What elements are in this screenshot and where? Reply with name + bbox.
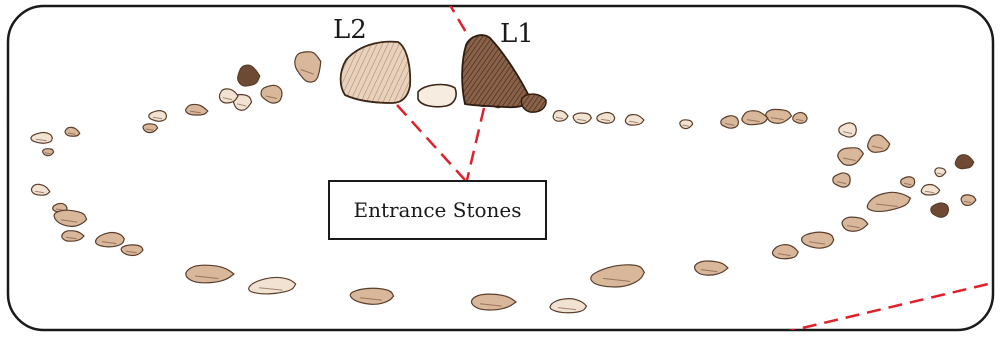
stone [31,133,52,144]
stone [43,149,54,156]
stone-entrance-small [521,94,546,112]
entrance-stones-label: Entrance Stones [353,198,521,222]
stone [149,111,167,122]
label-l1: L1 [500,19,534,49]
stone-entrance-middle [418,85,456,107]
stone [121,245,143,256]
label-l2: L2 [333,15,367,45]
stone [793,113,807,124]
stone [901,177,915,188]
entrance-stones-callout: Entrance Stones [329,181,546,239]
stone [931,203,949,217]
stone [597,113,615,124]
